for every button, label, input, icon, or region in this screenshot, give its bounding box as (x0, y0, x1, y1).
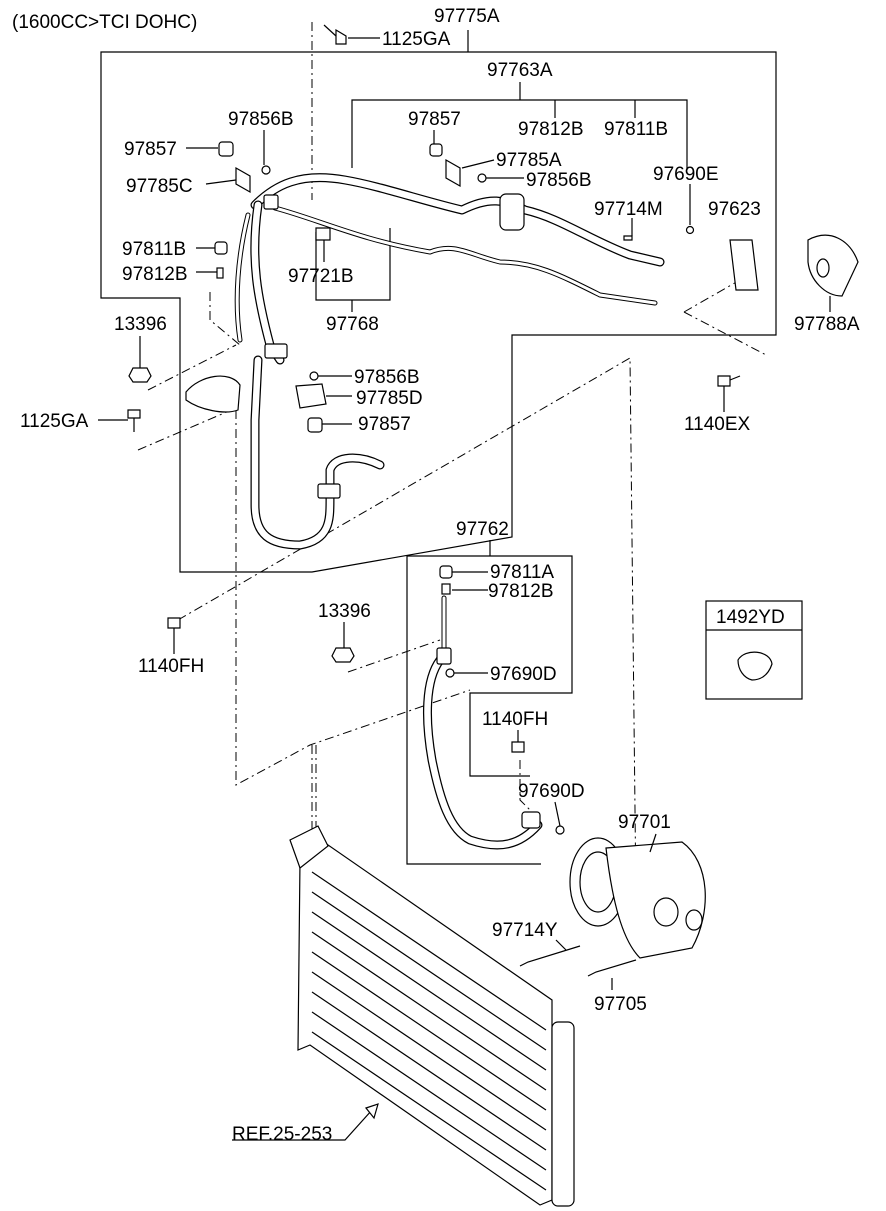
clamp-icon (295, 383, 327, 409)
label-97811B: 97811B (122, 239, 186, 260)
label-97856B: 97856B (354, 367, 420, 388)
bolt-icon (519, 945, 581, 967)
ring-icon (477, 173, 487, 183)
label-97811A: 97811A (490, 562, 554, 583)
pipe-fitting (263, 194, 279, 210)
cap-icon (429, 143, 443, 157)
bolt-icon (335, 28, 347, 45)
label-97763A: 97763A (487, 60, 553, 81)
suction-hose-upper (250, 173, 665, 267)
pipe-fitting (317, 483, 341, 499)
label-97721B: 97721B (288, 266, 354, 287)
clip-1492YD-icon (737, 651, 773, 681)
label-1140FH: 1140FH (482, 709, 548, 730)
bracket-97623-icon (729, 239, 759, 291)
vertical-hoses-left (185, 194, 385, 550)
group-frame-97762 (406, 540, 573, 865)
group-frame-97768 (315, 228, 391, 312)
label-97788A: 97788A (794, 314, 860, 335)
pipe-fitting (436, 647, 452, 665)
label-97690E: 97690E (653, 164, 719, 185)
pipe-fitting (264, 343, 288, 359)
label-13396: 13396 (318, 601, 371, 622)
label-97775A: 97775A (434, 6, 500, 27)
liquid-tube-upper (272, 205, 658, 306)
valve-core-icon (441, 583, 451, 595)
clamp-icon (235, 166, 251, 194)
label-97857: 97857 (408, 109, 461, 130)
block-fitting (185, 375, 241, 413)
o-ring-icon (555, 825, 565, 835)
o-ring-icon (445, 668, 455, 678)
condenser-ref-25-253 (289, 825, 575, 1207)
bolt-icon (717, 375, 731, 387)
arrow-icon (364, 1103, 379, 1120)
label-1125GA: 1125GA (382, 29, 451, 50)
bolt-icon (587, 959, 637, 977)
label-13396: 13396 (114, 314, 167, 335)
label-97762: 97762 (456, 519, 509, 540)
label-97714Y: 97714Y (492, 920, 558, 941)
label-97857: 97857 (124, 139, 177, 160)
compressor-97701 (569, 837, 706, 959)
label-ref-25-253: REF.25-253 (232, 1124, 332, 1145)
valve-core-icon (216, 267, 224, 279)
bolt-icon (167, 617, 181, 629)
cap-icon (307, 417, 323, 433)
label-1140FH: 1140FH (138, 656, 204, 677)
label-97690D: 97690D (518, 781, 585, 802)
part-labels: 97775A 1125GA 97763A 97856B 97857 97812B… (20, 6, 860, 1145)
label-97856B: 97856B (228, 109, 294, 130)
label-97812B: 97812B (518, 119, 584, 140)
small-parts (127, 24, 859, 977)
label-97785D: 97785D (356, 388, 423, 409)
label-97768: 97768 (326, 314, 379, 335)
label-97623: 97623 (708, 199, 761, 220)
group-frame-97775A (100, 30, 777, 573)
label-97857: 97857 (358, 414, 411, 435)
bolt-icon (127, 409, 141, 419)
label-97811B: 97811B (604, 119, 668, 140)
part-box-1492YD (705, 600, 803, 700)
label-97785C: 97785C (126, 176, 193, 197)
clamp-icon (445, 158, 461, 188)
diagram-title: (1600CC>TCI DOHC) (12, 12, 197, 33)
ring-icon (261, 165, 271, 175)
label-97705: 97705 (594, 994, 647, 1015)
label-97701: 97701 (618, 812, 671, 833)
cap-icon (439, 565, 453, 579)
pipe-fitting (521, 811, 541, 829)
muffler-body (499, 193, 525, 231)
group-frame-97763A (351, 82, 688, 170)
hole-icon (816, 258, 830, 278)
label-1140EX: 1140EX (684, 414, 751, 435)
label-97856B: 97856B (526, 170, 592, 191)
label-1492YD: 1492YD (716, 607, 785, 628)
ring-icon (309, 371, 319, 381)
label-97714M: 97714M (594, 199, 663, 220)
discharge-hose-lower (423, 595, 543, 850)
label-1125GA: 1125GA (20, 411, 89, 432)
cover-97788A-icon (807, 234, 859, 297)
leader-lines (98, 37, 831, 1141)
cap-icon (218, 141, 234, 157)
clip-icon (315, 227, 331, 241)
cap-icon (214, 241, 228, 255)
label-97812B: 97812B (488, 581, 554, 602)
label-97785A: 97785A (496, 150, 562, 171)
label-97812B: 97812B (122, 264, 188, 285)
bolt-icon (511, 741, 525, 753)
nut-icon (128, 367, 152, 383)
bolt-icon (623, 235, 633, 241)
label-97690D: 97690D (490, 664, 557, 685)
nut-icon (331, 647, 355, 663)
o-ring-icon (685, 225, 695, 235)
